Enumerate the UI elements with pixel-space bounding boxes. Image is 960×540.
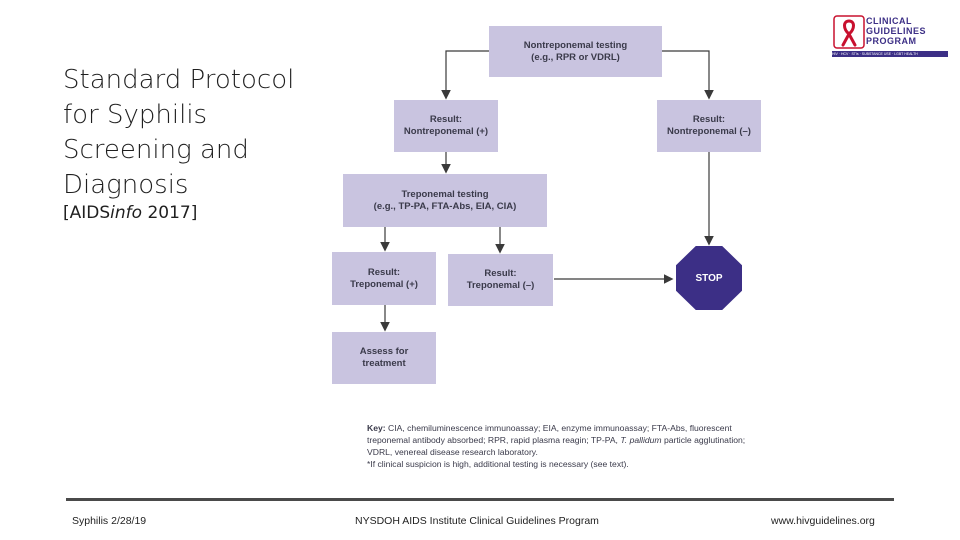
assess-line1: Assess for	[359, 346, 409, 357]
result-value: Nontreponemal (–)	[667, 126, 751, 137]
logo-line2: GUIDELINES	[866, 26, 927, 36]
key-line2: treponemal antibody absorbed; RPR, rapid…	[367, 434, 827, 446]
logo-line1: CLINICAL	[866, 16, 912, 26]
key-line4: *If clinical suspicion is high, addition…	[367, 459, 629, 469]
arrow-to-nontrep-pos	[441, 50, 489, 100]
key-line1: Key: CIA, chemiluminescence immunoassay;…	[367, 422, 827, 434]
logo-text: CLINICAL GUIDELINES PROGRAM	[866, 16, 926, 46]
nontrep-testing-line2: (e.g., RPR or VDRL)	[531, 51, 620, 63]
result-nontrep-positive-box: Result: Nontreponemal (+)	[394, 100, 498, 152]
logo-line3: PROGRAM	[866, 36, 917, 46]
ribbon-icon	[833, 15, 865, 49]
key-line2-italic: T. pallidum	[620, 435, 662, 445]
logo-tagline-bar: HIV · HCV · STIs · SUBSTANCE USE · LGBT …	[832, 51, 948, 57]
result-value: Nontreponemal (+)	[403, 126, 489, 137]
key-line3: VDRL, venereal disease research laborato…	[367, 447, 538, 457]
assess-line2: treatment	[362, 358, 406, 369]
footer-divider	[66, 498, 894, 501]
key-legend: Key: CIA, chemiluminescence immunoassay;…	[367, 422, 827, 470]
result-label: Result:	[692, 114, 726, 125]
footer-right: www.hivguidelines.org	[771, 515, 875, 527]
result-trep-positive-box: Result: Treponemal (+)	[332, 252, 436, 305]
key-line2-prefix: treponemal antibody absorbed; RPR, rapid…	[367, 435, 621, 445]
footer-center: NYSDOH AIDS Institute Clinical Guideline…	[355, 515, 599, 527]
arrow-to-nontrep-neg	[662, 50, 714, 100]
result-value: Treponemal (+)	[350, 278, 418, 290]
trep-testing-line2: (e.g., TP-PA, FTA-Abs, EIA, CIA)	[373, 200, 517, 212]
subtitle-prefix: [AIDS	[63, 203, 111, 223]
key-line2-suffix: particle agglutination;	[661, 435, 746, 445]
result-nontrep-negative-box: Result: Nontreponemal (–)	[657, 100, 761, 152]
stop-label: STOP	[695, 272, 723, 284]
slide-title: Standard Protocol for Syphilis Screening…	[63, 65, 295, 200]
slide-subtitle: [AIDSinfo 2017]	[63, 203, 197, 223]
result-value: Treponemal (–)	[466, 280, 535, 291]
subtitle-suffix: 2017]	[142, 203, 198, 223]
stop-sign: STOP	[676, 246, 742, 310]
footer-left: Syphilis 2/28/19	[72, 515, 147, 527]
nontrep-testing-line1: Nontreponemal testing	[523, 39, 628, 51]
result-trep-negative-box: Result: Treponemal (–)	[448, 254, 553, 306]
treponemal-testing-box: Treponemal testing (e.g., TP-PA, FTA-Abs…	[343, 174, 547, 227]
result-label: Result:	[429, 114, 463, 125]
subtitle-italic: info	[110, 203, 143, 223]
result-label: Result:	[484, 268, 517, 279]
assess-treatment-box: Assess for treatment	[332, 332, 436, 384]
result-label: Result:	[367, 266, 401, 278]
key-label: Key:	[367, 423, 386, 433]
key-line1-text: CIA, chemiluminescence immunoassay; EIA,…	[385, 423, 732, 433]
trep-testing-line1: Treponemal testing	[401, 188, 489, 200]
nontreponemal-testing-box: Nontreponemal testing (e.g., RPR or VDRL…	[489, 26, 662, 77]
